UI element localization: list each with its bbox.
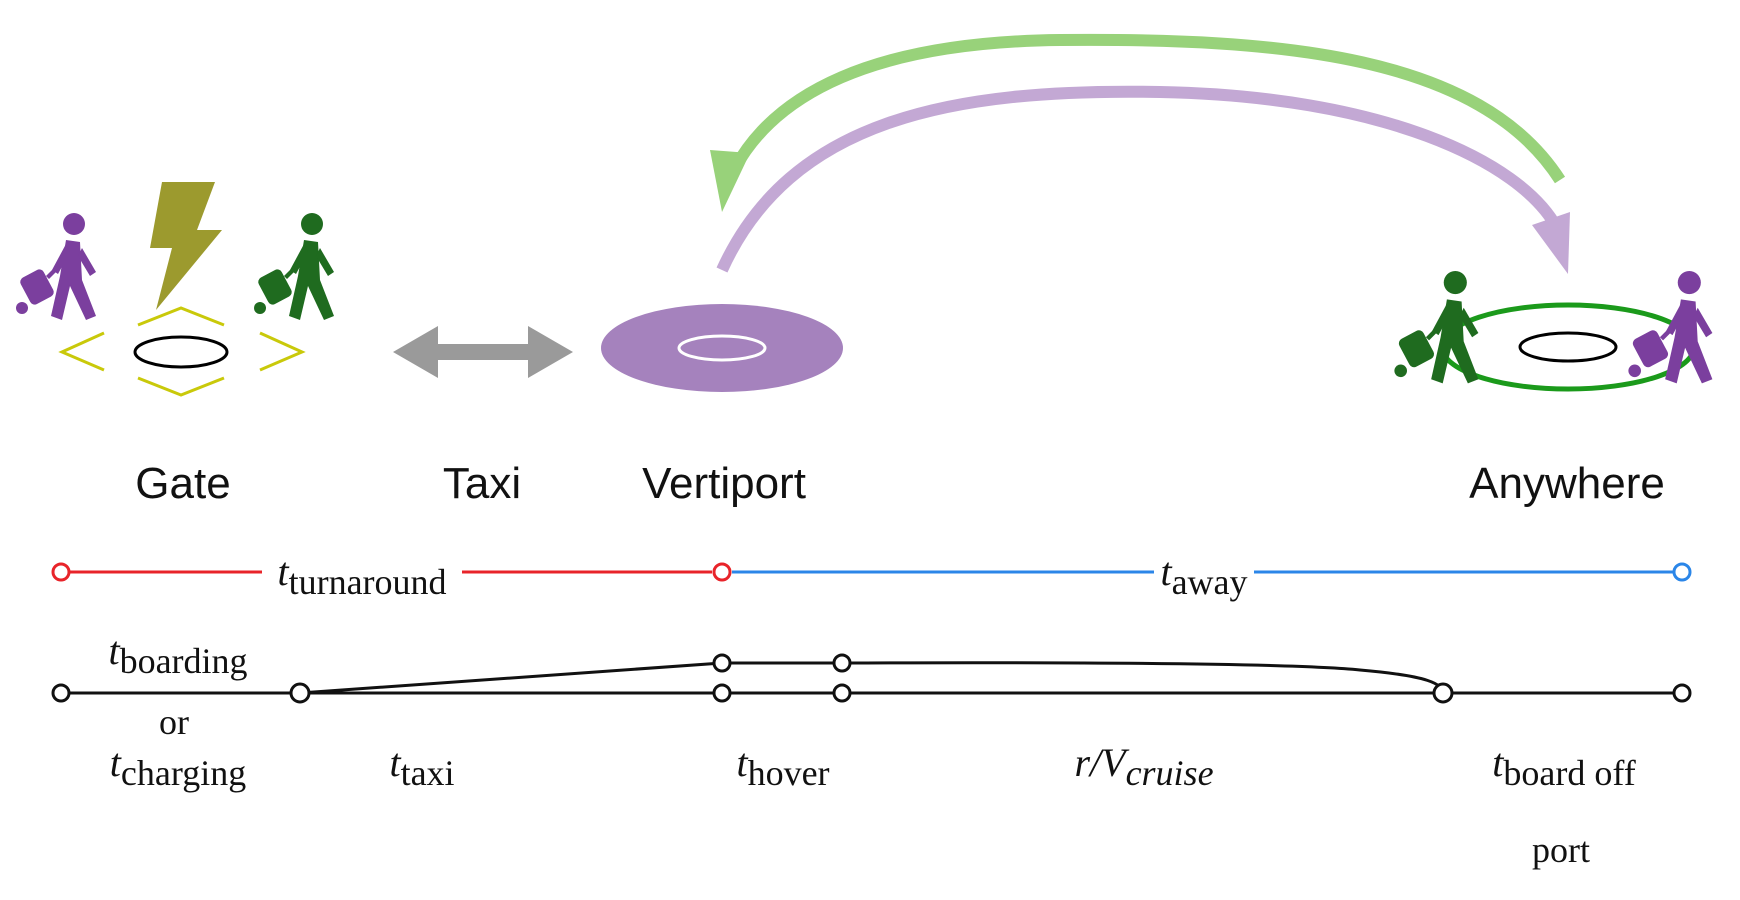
gate-area: [16, 182, 334, 397]
timeline-node: [712, 562, 732, 582]
label-t-taxi: ttaxi: [389, 740, 454, 793]
curved-arrow-icon: [729, 33, 1566, 184]
arrowhead-green: [710, 150, 750, 212]
anywhere-area: [1394, 271, 1713, 392]
lightning-bolt-icon: [150, 182, 222, 310]
timeline-node: [51, 683, 71, 703]
gate-marks: [58, 306, 306, 397]
station-label-gate: Gate: [135, 459, 230, 508]
curved-arrow-icon: [716, 85, 1563, 273]
label-t-hover: thover: [736, 740, 829, 793]
timeline-segment-nodes: [51, 653, 1692, 704]
label-t-boarding: tboarding: [108, 628, 247, 681]
label-or: or: [159, 702, 189, 742]
person-with-luggage-icon: [16, 213, 96, 320]
flight-arrows: [710, 33, 1570, 274]
label-t-board-off: tboard off: [1492, 740, 1635, 793]
timeline-node: [712, 653, 732, 673]
timeline-node: [712, 683, 732, 703]
station-label-vertiport: Vertiport: [642, 459, 806, 508]
landing-pad-icon: [1518, 331, 1618, 363]
person-with-luggage-icon: [254, 213, 334, 320]
arrowhead-purple: [1532, 212, 1570, 274]
timeline-node: [1432, 682, 1454, 704]
label-t-away: taway: [1160, 549, 1247, 602]
double-arrow-icon: [393, 326, 573, 378]
timeline-node: [289, 682, 311, 704]
label-port: port: [1532, 830, 1590, 870]
timeline-node: [51, 562, 71, 582]
person-with-luggage-icon: [1628, 271, 1713, 384]
timeline-node: [832, 683, 852, 703]
timeline-node: [832, 653, 852, 673]
timeline-node: [1672, 562, 1692, 582]
station-label-anywhere: Anywhere: [1469, 459, 1665, 508]
timeline-node: [1672, 683, 1692, 703]
label-t-turnaround: tturnaround: [277, 549, 446, 602]
vertiport-pad: [601, 304, 843, 392]
landing-pad-icon: [133, 335, 229, 369]
timeline-top: tturnaround taway: [51, 549, 1692, 602]
label-t-charging: tcharging: [110, 740, 246, 793]
label-r-over-v-cruise: r/Vcruise: [1074, 740, 1213, 793]
person-with-luggage-icon: [1394, 271, 1479, 384]
station-label-taxi: Taxi: [443, 459, 521, 508]
timeline-segments: [61, 661, 1682, 695]
